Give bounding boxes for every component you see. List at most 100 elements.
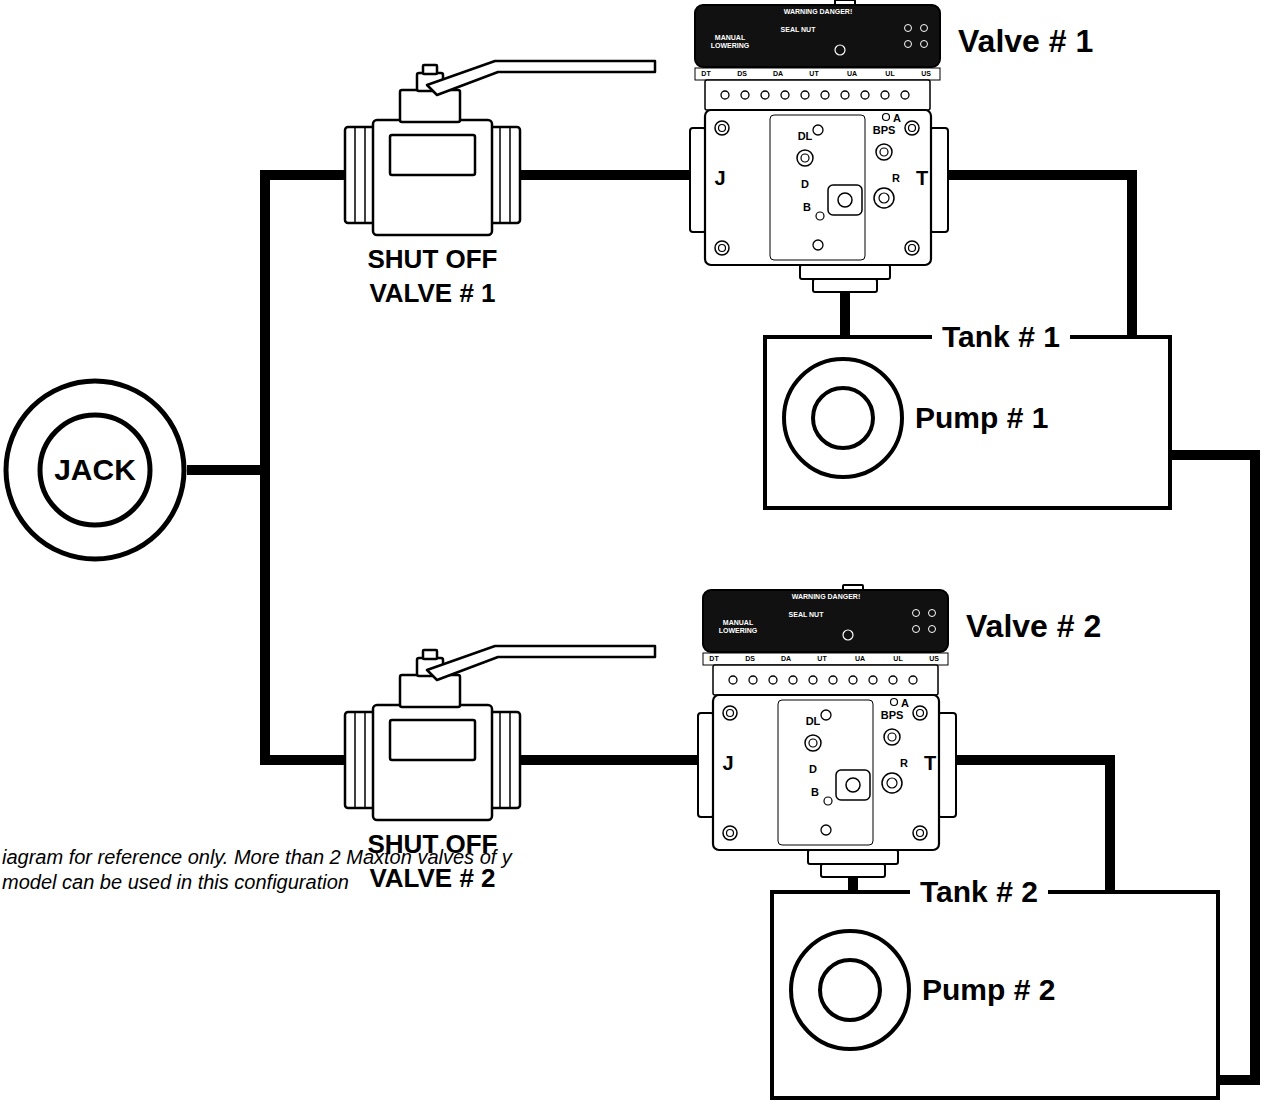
tank-port-block	[938, 713, 956, 817]
adjust-label-holder: US	[921, 70, 931, 78]
pipe-line	[848, 877, 858, 890]
adjust-strip	[695, 68, 940, 80]
panel-text: MANUAL LOWERING	[719, 619, 758, 634]
bolt-core	[719, 125, 726, 132]
panel-text-holder: WARNING DANGER!	[784, 8, 852, 16]
pump-inner	[820, 960, 880, 1020]
a-port	[883, 114, 890, 121]
r-fitting-core	[887, 778, 897, 788]
bolt-core	[719, 245, 726, 252]
adjust-port	[909, 676, 917, 684]
adjust-label: UT	[809, 70, 818, 77]
pipe-line	[948, 175, 1132, 335]
adjust-strip	[703, 653, 948, 665]
adjust-port	[889, 676, 897, 684]
adjust-label-holder: UT	[817, 655, 826, 663]
node-label-holder: Valve # 1	[958, 22, 1093, 60]
flange-line	[364, 127, 366, 223]
pipe-line	[187, 175, 345, 470]
adjust-label-holder: DS	[745, 655, 755, 663]
bolt	[821, 710, 831, 720]
adjust-port	[769, 676, 777, 684]
valve-body	[373, 120, 492, 235]
bolt	[905, 241, 919, 255]
bolt	[715, 121, 729, 135]
adjust-port	[829, 676, 837, 684]
panel-text: WARNING DANGER!	[792, 593, 860, 600]
adjust-port	[901, 91, 909, 99]
adjust-label-holder: UL	[893, 655, 902, 663]
adjust-label-holder: DA	[773, 70, 783, 78]
tank-box: Tank # 1Pump # 1	[763, 335, 1172, 510]
port-manifold	[713, 665, 938, 695]
pipe-line	[520, 170, 690, 180]
port-letter: J	[722, 752, 733, 774]
ball-drawing	[345, 65, 520, 235]
pump-drawing	[788, 928, 912, 1052]
node-label: Pump # 1	[915, 401, 1048, 434]
port-label-holder: D	[801, 178, 809, 190]
port-label-holder: DL	[806, 715, 821, 727]
port-label-holder: A	[901, 697, 909, 709]
panel-text-holder: SEAL NUT	[789, 611, 824, 619]
adjust-label: DA	[781, 655, 791, 662]
pump-drawing	[781, 356, 905, 480]
panel-terminal	[921, 41, 928, 48]
adjust-label: DA	[773, 70, 783, 77]
bolt-core	[917, 710, 924, 717]
adjust-port	[781, 91, 789, 99]
bolt-core	[727, 830, 734, 837]
panel-text: SEAL NUT	[781, 26, 816, 33]
tank-port-block	[930, 128, 948, 232]
node-label-holder: Tank # 1	[932, 319, 1070, 355]
adjust-label-holder: DT	[701, 70, 710, 78]
panel-knob	[843, 630, 853, 640]
pipe-line	[520, 755, 698, 765]
panel-text-holder: MANUAL LOWERING	[717, 619, 759, 634]
adjust-port	[881, 91, 889, 99]
adjust-port	[841, 91, 849, 99]
node-label-holder: Valve # 2	[966, 607, 1101, 645]
flange	[490, 712, 520, 808]
port-letter-holder: J	[714, 167, 725, 189]
panel-terminal	[905, 25, 912, 32]
bps-fitting	[876, 144, 892, 160]
node-label: JACK	[54, 453, 136, 487]
adjust-port	[821, 91, 829, 99]
panel-text-holder: WARNING DANGER!	[792, 593, 860, 601]
port-label-holder: R	[892, 172, 900, 184]
note-holder: iagram for reference only. More than 2 M…	[2, 845, 552, 895]
port-letter: T	[924, 752, 936, 774]
adjust-label: DS	[745, 655, 755, 662]
pump-outer	[784, 359, 902, 477]
port-label: R	[900, 757, 908, 769]
bolt	[813, 125, 823, 135]
port-label: BPS	[881, 709, 904, 721]
adjust-port	[741, 91, 749, 99]
ball-drawing	[345, 650, 520, 820]
bps-fitting-core	[880, 148, 888, 156]
panel-terminal	[921, 25, 928, 32]
node-label: SHUT OFF VALVE # 1	[368, 244, 498, 308]
panel-text-holder: SEAL NUT	[781, 26, 816, 34]
adjust-port	[721, 91, 729, 99]
tank-box: Tank # 2Pump # 2	[770, 890, 1220, 1100]
center-boss	[828, 185, 862, 215]
flange-line	[509, 712, 511, 808]
adjust-label-holder: UT	[809, 70, 818, 78]
flange-line	[364, 712, 366, 808]
b-port	[816, 212, 824, 220]
note: iagram for reference only. More than 2 M…	[2, 846, 512, 893]
flange-line	[354, 127, 356, 223]
pump-circle: Pump # 2	[788, 928, 912, 1052]
bolt	[913, 826, 927, 840]
port-label-holder: R	[900, 757, 908, 769]
node-label-holder: Pump # 1	[915, 400, 1048, 436]
port-label: B	[803, 201, 811, 213]
stem-top	[423, 650, 437, 659]
dl-fitting	[797, 150, 813, 166]
adjust-label: DS	[737, 70, 747, 77]
node-label-holder: Pump # 2	[922, 972, 1055, 1008]
port-letter: J	[714, 167, 725, 189]
